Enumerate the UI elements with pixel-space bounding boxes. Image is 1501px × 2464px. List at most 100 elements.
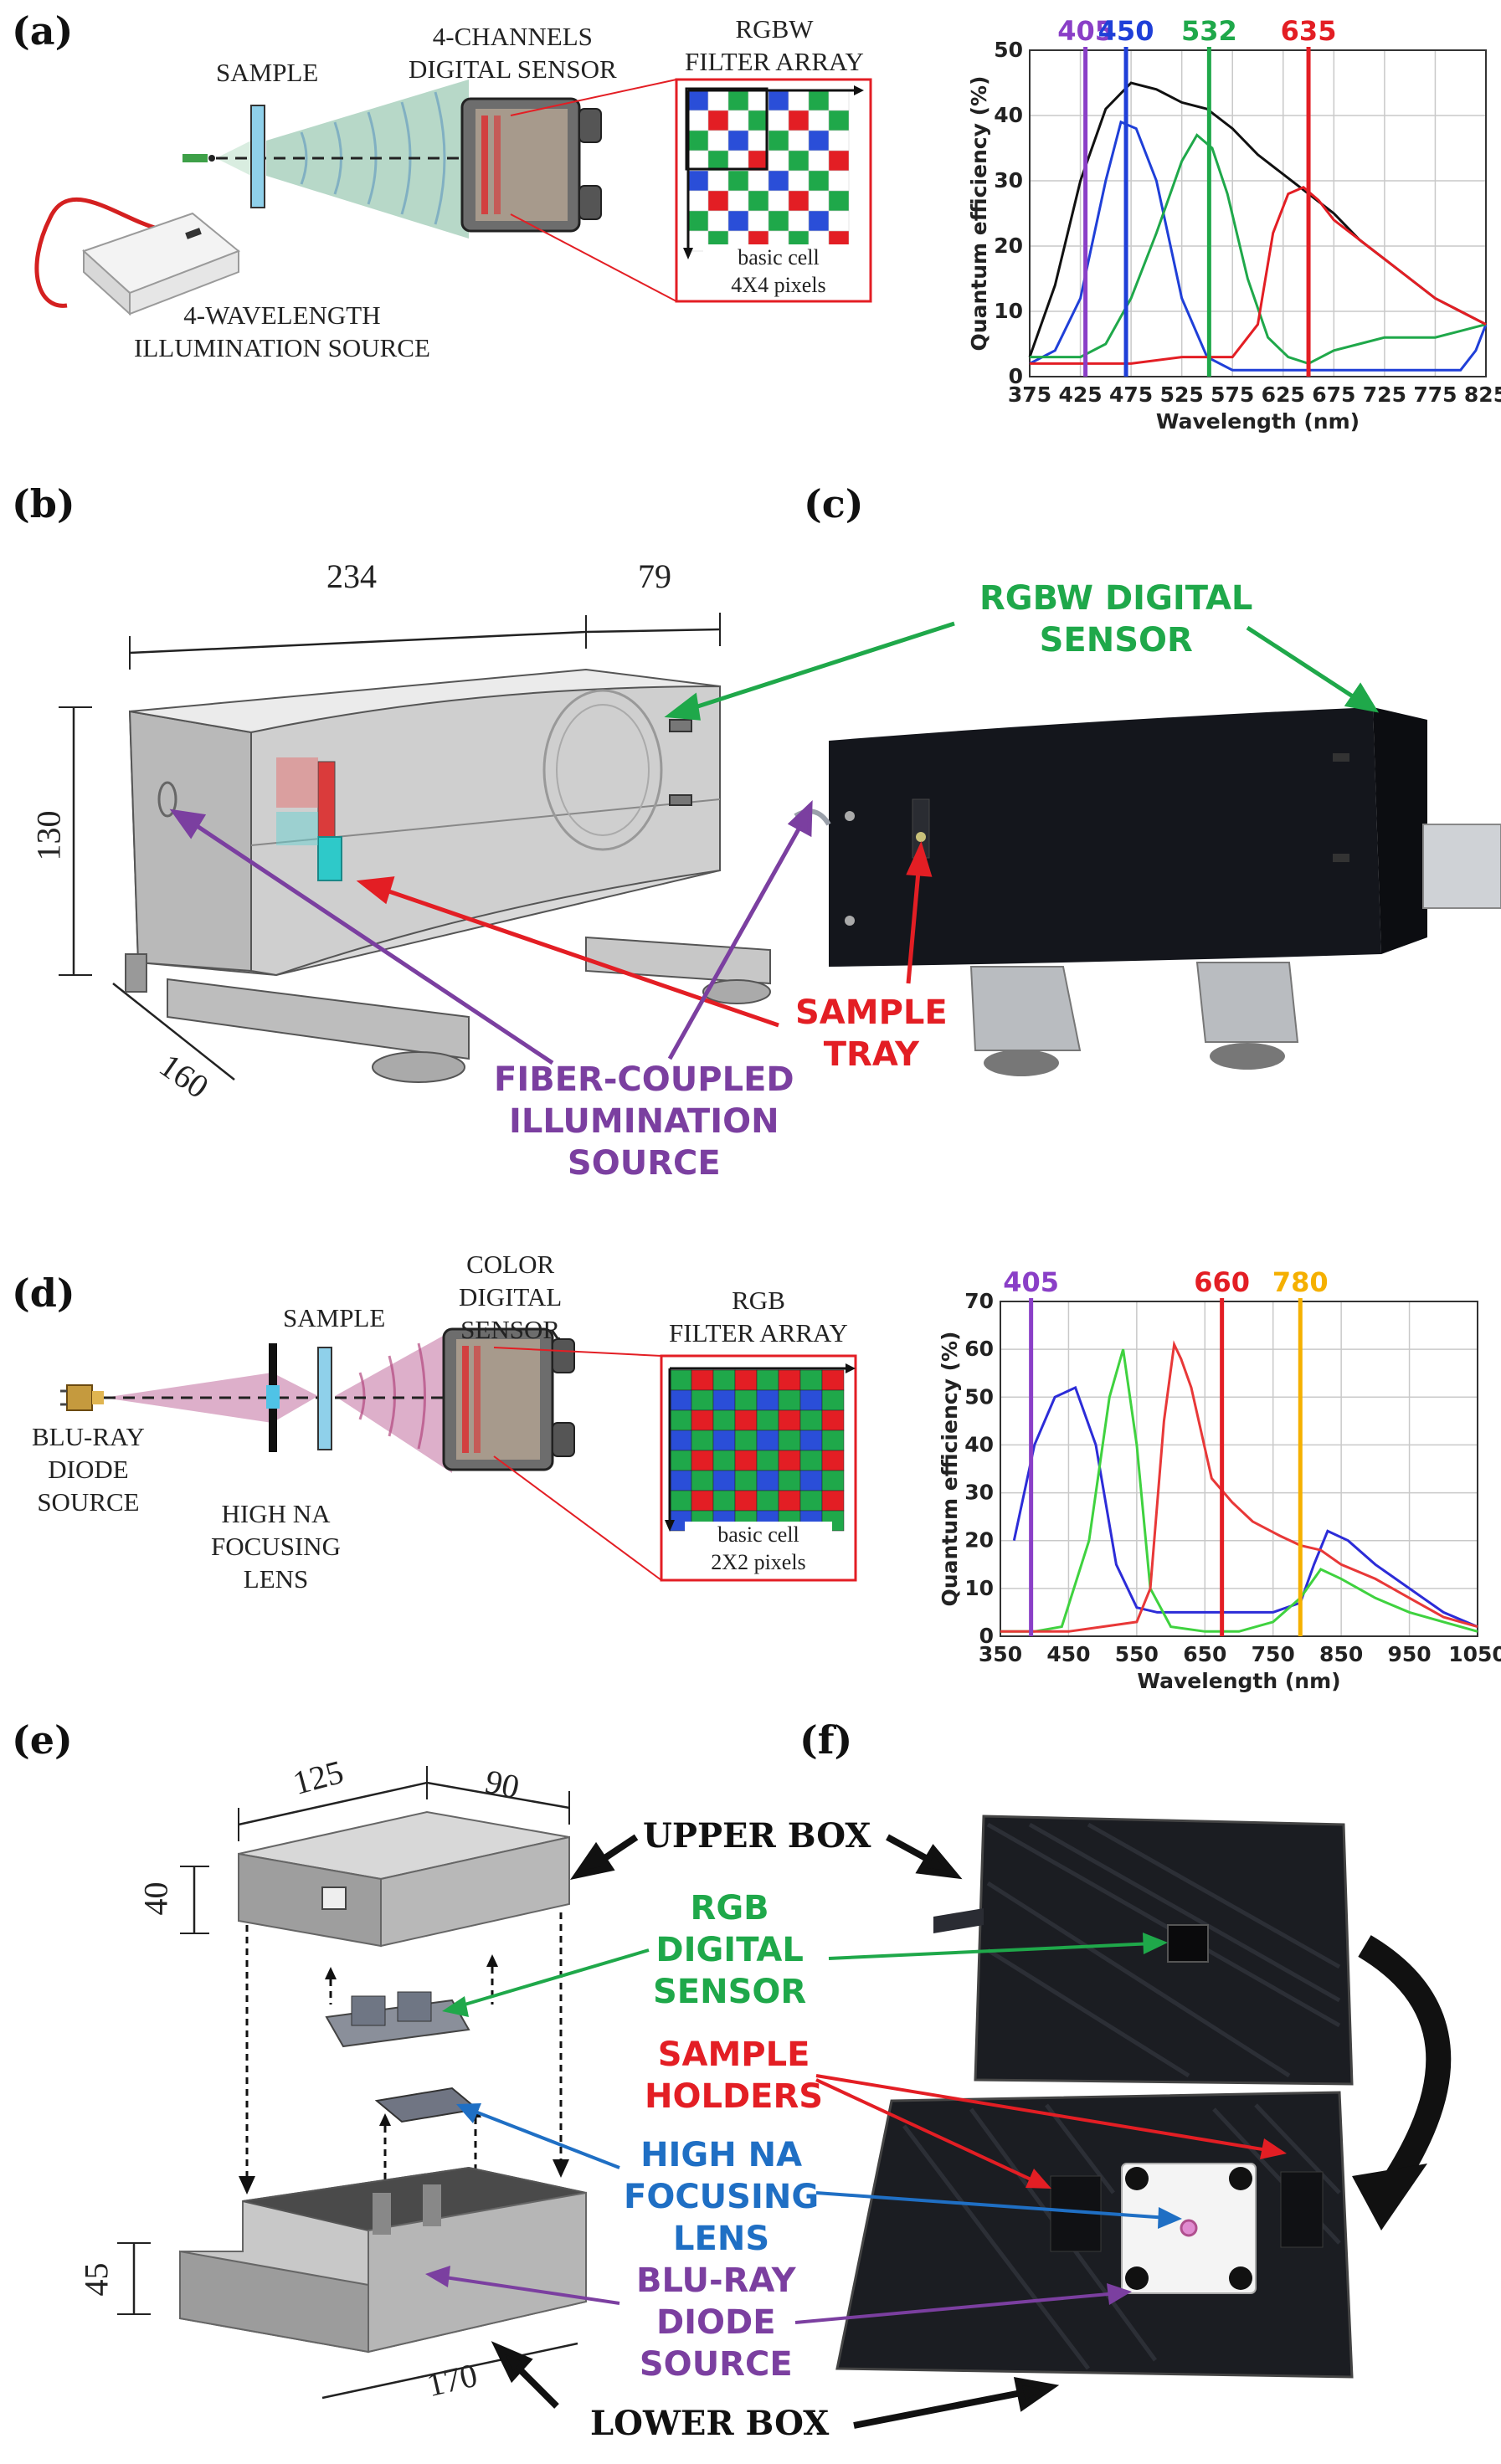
source-label-d-line2: DIODE <box>48 1454 129 1484</box>
basic-cell-a-line1: basic cell <box>738 245 820 270</box>
callout-blu-ray-diode-line3: SOURCE <box>639 2345 793 2384</box>
callout-rgb-sensor-line3: SENSOR <box>653 1973 807 2011</box>
series-line <box>1029 120 1488 372</box>
wavelength-marker-label: 635 <box>1281 15 1337 47</box>
filter-pixel <box>734 1470 758 1491</box>
sensor-label-a: 4-CHANNELS DIGITAL SENSOR <box>409 21 617 86</box>
filter-pixel <box>788 90 810 111</box>
basic-cell-a-line2: 4X4 pixels <box>731 272 826 297</box>
filter-pixel <box>778 1490 801 1512</box>
filter-pixel <box>712 1409 736 1431</box>
dimension-length-234: 234 <box>326 557 377 595</box>
x-tick-label: 375 <box>1008 382 1051 407</box>
filter-pixel <box>756 1369 779 1391</box>
filter-pixel <box>799 1409 823 1431</box>
filter-pixel <box>756 1450 779 1471</box>
x-tick-label: 625 <box>1262 382 1305 407</box>
panel-c-device-photo <box>169 621 1501 1076</box>
filter-pixel <box>687 110 709 131</box>
sensor-label-a-line2: DIGITAL SENSOR <box>409 54 617 84</box>
filter-pixel <box>691 1430 714 1451</box>
x-axis-label: Wavelength (nm) <box>1137 1669 1340 1693</box>
rgbw-filter-grid <box>687 90 850 252</box>
filter-pixel <box>828 130 850 151</box>
filter-pixel <box>778 1409 801 1431</box>
sensor-label-d-line1: COLOR <box>466 1250 555 1279</box>
callout-high-na-lens-line1: HIGH NA <box>640 2136 803 2174</box>
wavelength-marker-label: 405 <box>1057 15 1113 47</box>
filter-pixel <box>734 1369 758 1391</box>
panel-e-box-render <box>117 1766 650 2409</box>
filter-label-a-line1: RGBW <box>735 14 814 44</box>
filter-pixel <box>828 150 850 172</box>
panel-b-device-render <box>59 613 771 1083</box>
callout-rgbw-sensor-line1: RGBW DIGITAL <box>979 579 1253 618</box>
panel-label-f: (f) <box>799 1717 853 1763</box>
sample-label-a: SAMPLE <box>216 58 319 87</box>
panel-label-a: (a) <box>12 8 74 54</box>
filter-pixel <box>828 210 850 232</box>
lower-box-label: LOWER BOX <box>590 2404 830 2443</box>
y-axis-label: Quantum efficiency (%) <box>967 76 991 352</box>
callout-sample-tray-line2: TRAY <box>823 1035 919 1074</box>
filter-pixel <box>727 210 749 232</box>
callout-rgbw-sensor-line2: SENSOR <box>1039 621 1193 660</box>
series-line <box>1030 186 1487 365</box>
y-tick-label: 20 <box>994 234 1023 258</box>
filter-pixel <box>734 1450 758 1471</box>
source-label-d-line3: SOURCE <box>37 1486 140 1517</box>
wavelength-marker-label: 532 <box>1181 15 1237 47</box>
basic-cell-label-a: basic cell 4X4 pixels <box>703 244 854 299</box>
filter-pixel <box>712 1450 736 1471</box>
filter-pixel <box>799 1369 823 1391</box>
source-label-d: BLU-RAY DIODE SOURCE <box>32 1421 145 1518</box>
sample-label-d: SAMPLE <box>283 1303 386 1332</box>
filter-pixel <box>687 210 709 232</box>
callout-blu-ray-diode-line2: DIODE <box>655 2303 776 2342</box>
y-tick-label: 10 <box>964 1576 994 1600</box>
filter-pixel <box>799 1430 823 1451</box>
y-tick-label: 10 <box>994 299 1023 323</box>
callout-sample-tray: SAMPLE TRAY <box>795 992 948 1075</box>
y-tick-label: 50 <box>964 1384 994 1409</box>
filter-pixel <box>756 1430 779 1451</box>
arrow-source <box>169 799 813 1065</box>
callout-sample-holders-line1: SAMPLE <box>657 2035 810 2074</box>
y-axis-label: Quantum efficiency (%) <box>938 1332 962 1607</box>
callout-sample-holders-line2: HOLDERS <box>645 2077 824 2116</box>
callout-rgb-sensor-line1: RGB <box>690 1889 769 1928</box>
filter-label-d-line2: FILTER ARRAY <box>669 1317 848 1348</box>
panel-label-b: (b) <box>12 481 75 526</box>
filter-pixel <box>669 1409 692 1431</box>
y-tick-label: 30 <box>964 1481 994 1505</box>
filter-pixel <box>808 210 830 232</box>
filter-label-d: RGB FILTER ARRAY <box>661 1285 856 1350</box>
x-tick-label: 350 <box>979 1642 1022 1666</box>
x-tick-label: 650 <box>1183 1642 1226 1666</box>
filter-pixel <box>821 1490 845 1512</box>
source-label-a-line1: 4-WAVELENGTH <box>183 300 381 330</box>
basic-cell-d-line1: basic cell <box>717 1522 799 1547</box>
y-tick-label: 20 <box>964 1528 994 1553</box>
callout-sample-tray-line1: SAMPLE <box>795 993 948 1032</box>
filter-pixel <box>756 1389 779 1411</box>
x-tick-label: 775 <box>1413 382 1457 407</box>
filter-pixel <box>669 1369 692 1391</box>
callout-rgbw-sensor: RGBW DIGITAL SENSOR <box>979 578 1252 661</box>
y-tick-label: 40 <box>994 103 1023 127</box>
filter-pixel <box>748 190 769 212</box>
callout-blu-ray-diode-line1: BLU-RAY <box>636 2261 796 2300</box>
series-line <box>1000 1348 1478 1633</box>
series-line <box>1012 1385 1478 1628</box>
filter-pixel <box>821 1369 845 1391</box>
arrow-tray <box>356 840 933 1028</box>
filter-pixel <box>748 210 769 232</box>
upper-box-label: UPPER BOX <box>643 1816 871 1856</box>
filter-pixel <box>778 1430 801 1451</box>
rgb-filter-grid <box>669 1369 845 1532</box>
x-tick-label: 1050 <box>1448 1642 1501 1666</box>
filter-pixel <box>687 130 709 151</box>
y-tick-label: 50 <box>994 38 1023 62</box>
filter-pixel <box>727 90 749 111</box>
basic-cell-d-line2: 2X2 pixels <box>711 1549 806 1574</box>
